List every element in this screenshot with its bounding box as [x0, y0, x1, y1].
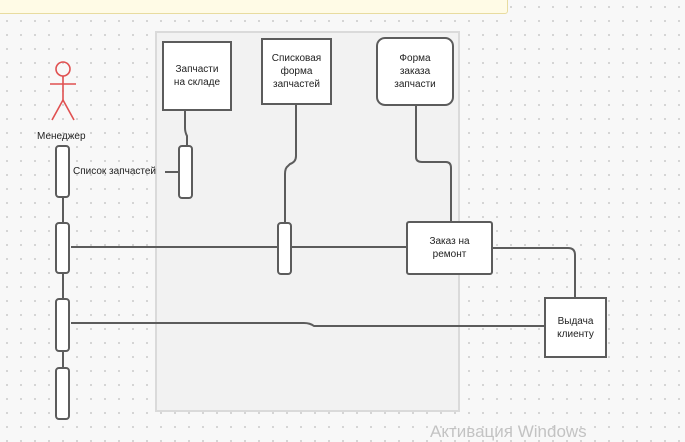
connector-stock [184, 110, 188, 147]
node-parts-order-form[interactable]: Форма заказа запчасти [376, 37, 454, 106]
message-label: Список запчастей [73, 166, 156, 177]
windows-activation-watermark: Активация Windows [430, 422, 587, 441]
connector-list-form [284, 104, 297, 223]
actor-stick-figure-icon [50, 61, 76, 121]
manager-activation-bar[interactable] [55, 222, 70, 274]
connector-order-form [415, 105, 452, 222]
actor-label: Менеджер [37, 131, 86, 142]
note-panel[interactable] [0, 0, 508, 14]
manager-activation-bar[interactable] [55, 367, 70, 420]
manager-activation-bar[interactable] [55, 145, 70, 198]
connector-manager-client [71, 322, 545, 327]
list-form-activation-bar[interactable] [277, 222, 292, 275]
connector-repair-client [492, 247, 576, 298]
node-parts-in-stock[interactable]: Запчасти на складе [162, 41, 232, 111]
actor-manager[interactable] [48, 60, 78, 127]
node-parts-list-form[interactable]: Списковая форма запчастей [261, 38, 332, 105]
manager-activation-bar[interactable] [55, 298, 70, 352]
stock-activation-bar[interactable] [178, 145, 193, 199]
node-client-delivery[interactable]: Выдача клиенту [544, 297, 607, 358]
node-repair-order[interactable]: Заказ на ремонт [406, 221, 493, 275]
